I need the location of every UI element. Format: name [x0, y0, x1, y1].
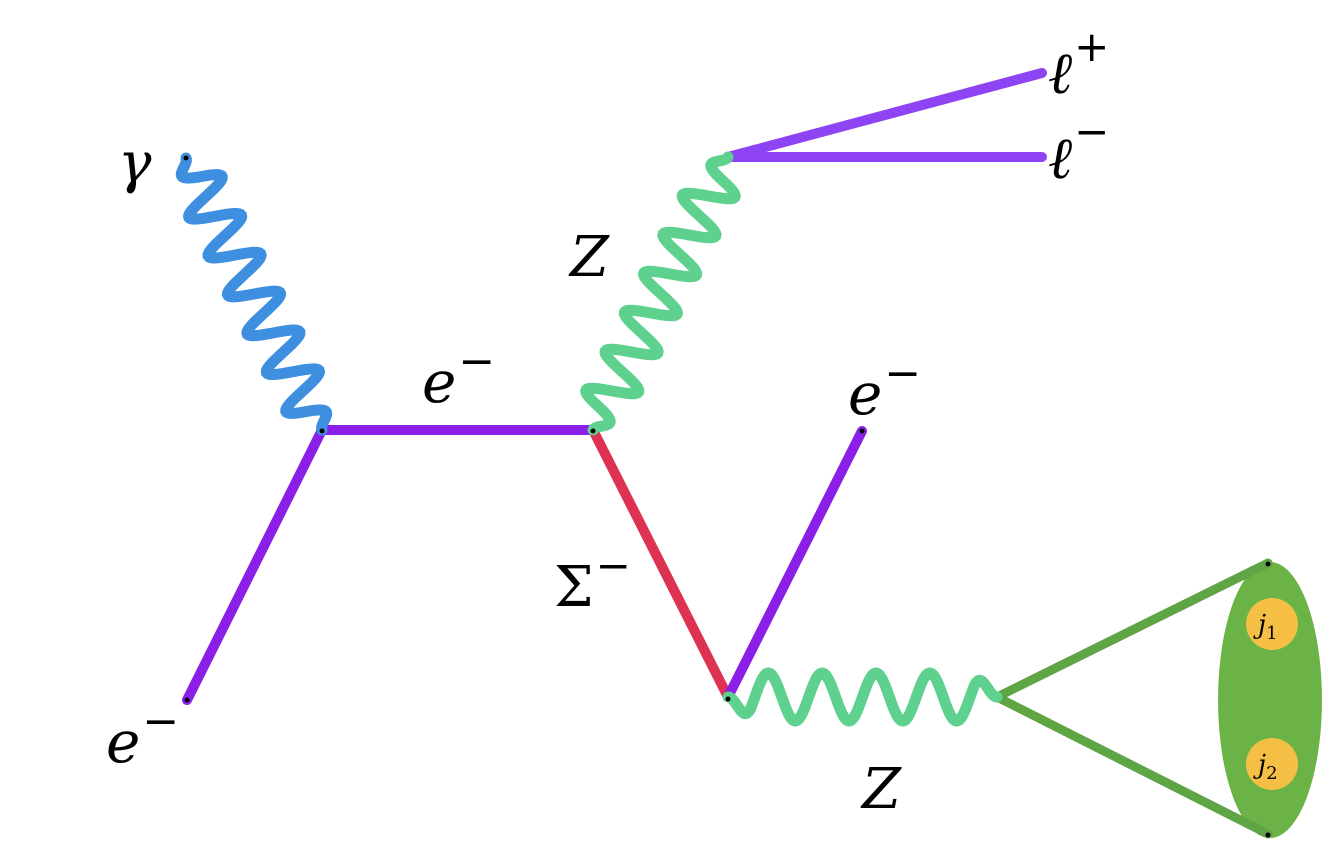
internal-electron-label: e−	[422, 336, 495, 416]
z-lower-wavy-line	[722, 667, 1003, 727]
vertex-dot	[1265, 832, 1271, 838]
lepton-minus-label: ℓ−	[1048, 107, 1109, 192]
vertex-dot	[184, 697, 190, 703]
vertex-dot	[590, 428, 596, 434]
outgoing-electron-label: e−	[848, 348, 921, 428]
lepton-plus-line	[723, 68, 1047, 162]
outgoing-electron-line	[723, 426, 867, 702]
z-lower-label: Z	[860, 757, 902, 822]
photon-label: γ	[118, 131, 152, 196]
vertex-dot	[183, 155, 189, 161]
vertex-dot	[1265, 561, 1271, 567]
jet2-circle	[1246, 738, 1298, 790]
lepton-plus-label: ℓ+	[1048, 22, 1109, 107]
z-upper-label: Z	[568, 225, 610, 290]
photon-wavy-line	[175, 152, 333, 436]
jet1-circle	[1246, 598, 1298, 650]
vertex-dot	[725, 696, 731, 702]
sigma-propagator-line	[588, 425, 733, 702]
z-upper-wavy-line	[580, 151, 741, 436]
sigma-label: Σ−	[554, 541, 631, 620]
vertex-dot	[319, 428, 325, 434]
vertex-dot	[859, 428, 865, 434]
incoming-electron-line	[182, 425, 327, 705]
jet-cone-upper-line	[992, 558, 1273, 702]
jet-cone-lower-line	[992, 692, 1273, 839]
incoming-electron-label: e−	[106, 696, 179, 776]
